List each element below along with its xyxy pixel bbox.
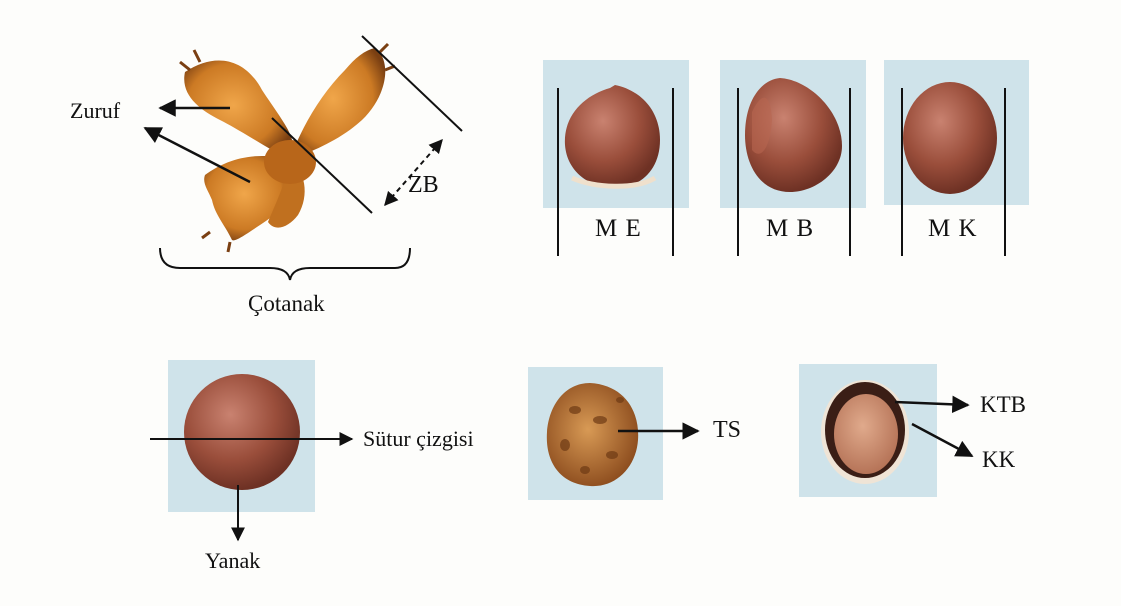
- label-zuruf: Zuruf: [70, 100, 120, 122]
- cotanak-husk-cluster: [180, 44, 395, 252]
- nut-ts: [547, 383, 638, 486]
- nut-yanak: [184, 374, 300, 490]
- zuruf-arrow-lower: [145, 128, 250, 182]
- ktb-arrow: [895, 402, 968, 405]
- label-mb: M B: [766, 216, 814, 241]
- kk-arrow: [912, 424, 972, 456]
- label-me: M E: [595, 216, 642, 241]
- cotanak-brace: [160, 248, 410, 280]
- label-ktb: KTB: [980, 393, 1026, 416]
- label-zb: ZB: [408, 173, 439, 197]
- label-cotanak: Çotanak: [248, 292, 325, 315]
- label-yanak: Yanak: [205, 550, 260, 572]
- label-kk: KK: [982, 448, 1015, 471]
- label-ts: TS: [713, 418, 741, 442]
- nut-mk: [903, 82, 997, 194]
- label-sutur-cizgisi: Sütur çizgisi: [363, 428, 474, 450]
- kernel: [834, 394, 898, 474]
- label-mk: M K: [928, 216, 978, 241]
- nut-me: [565, 85, 660, 188]
